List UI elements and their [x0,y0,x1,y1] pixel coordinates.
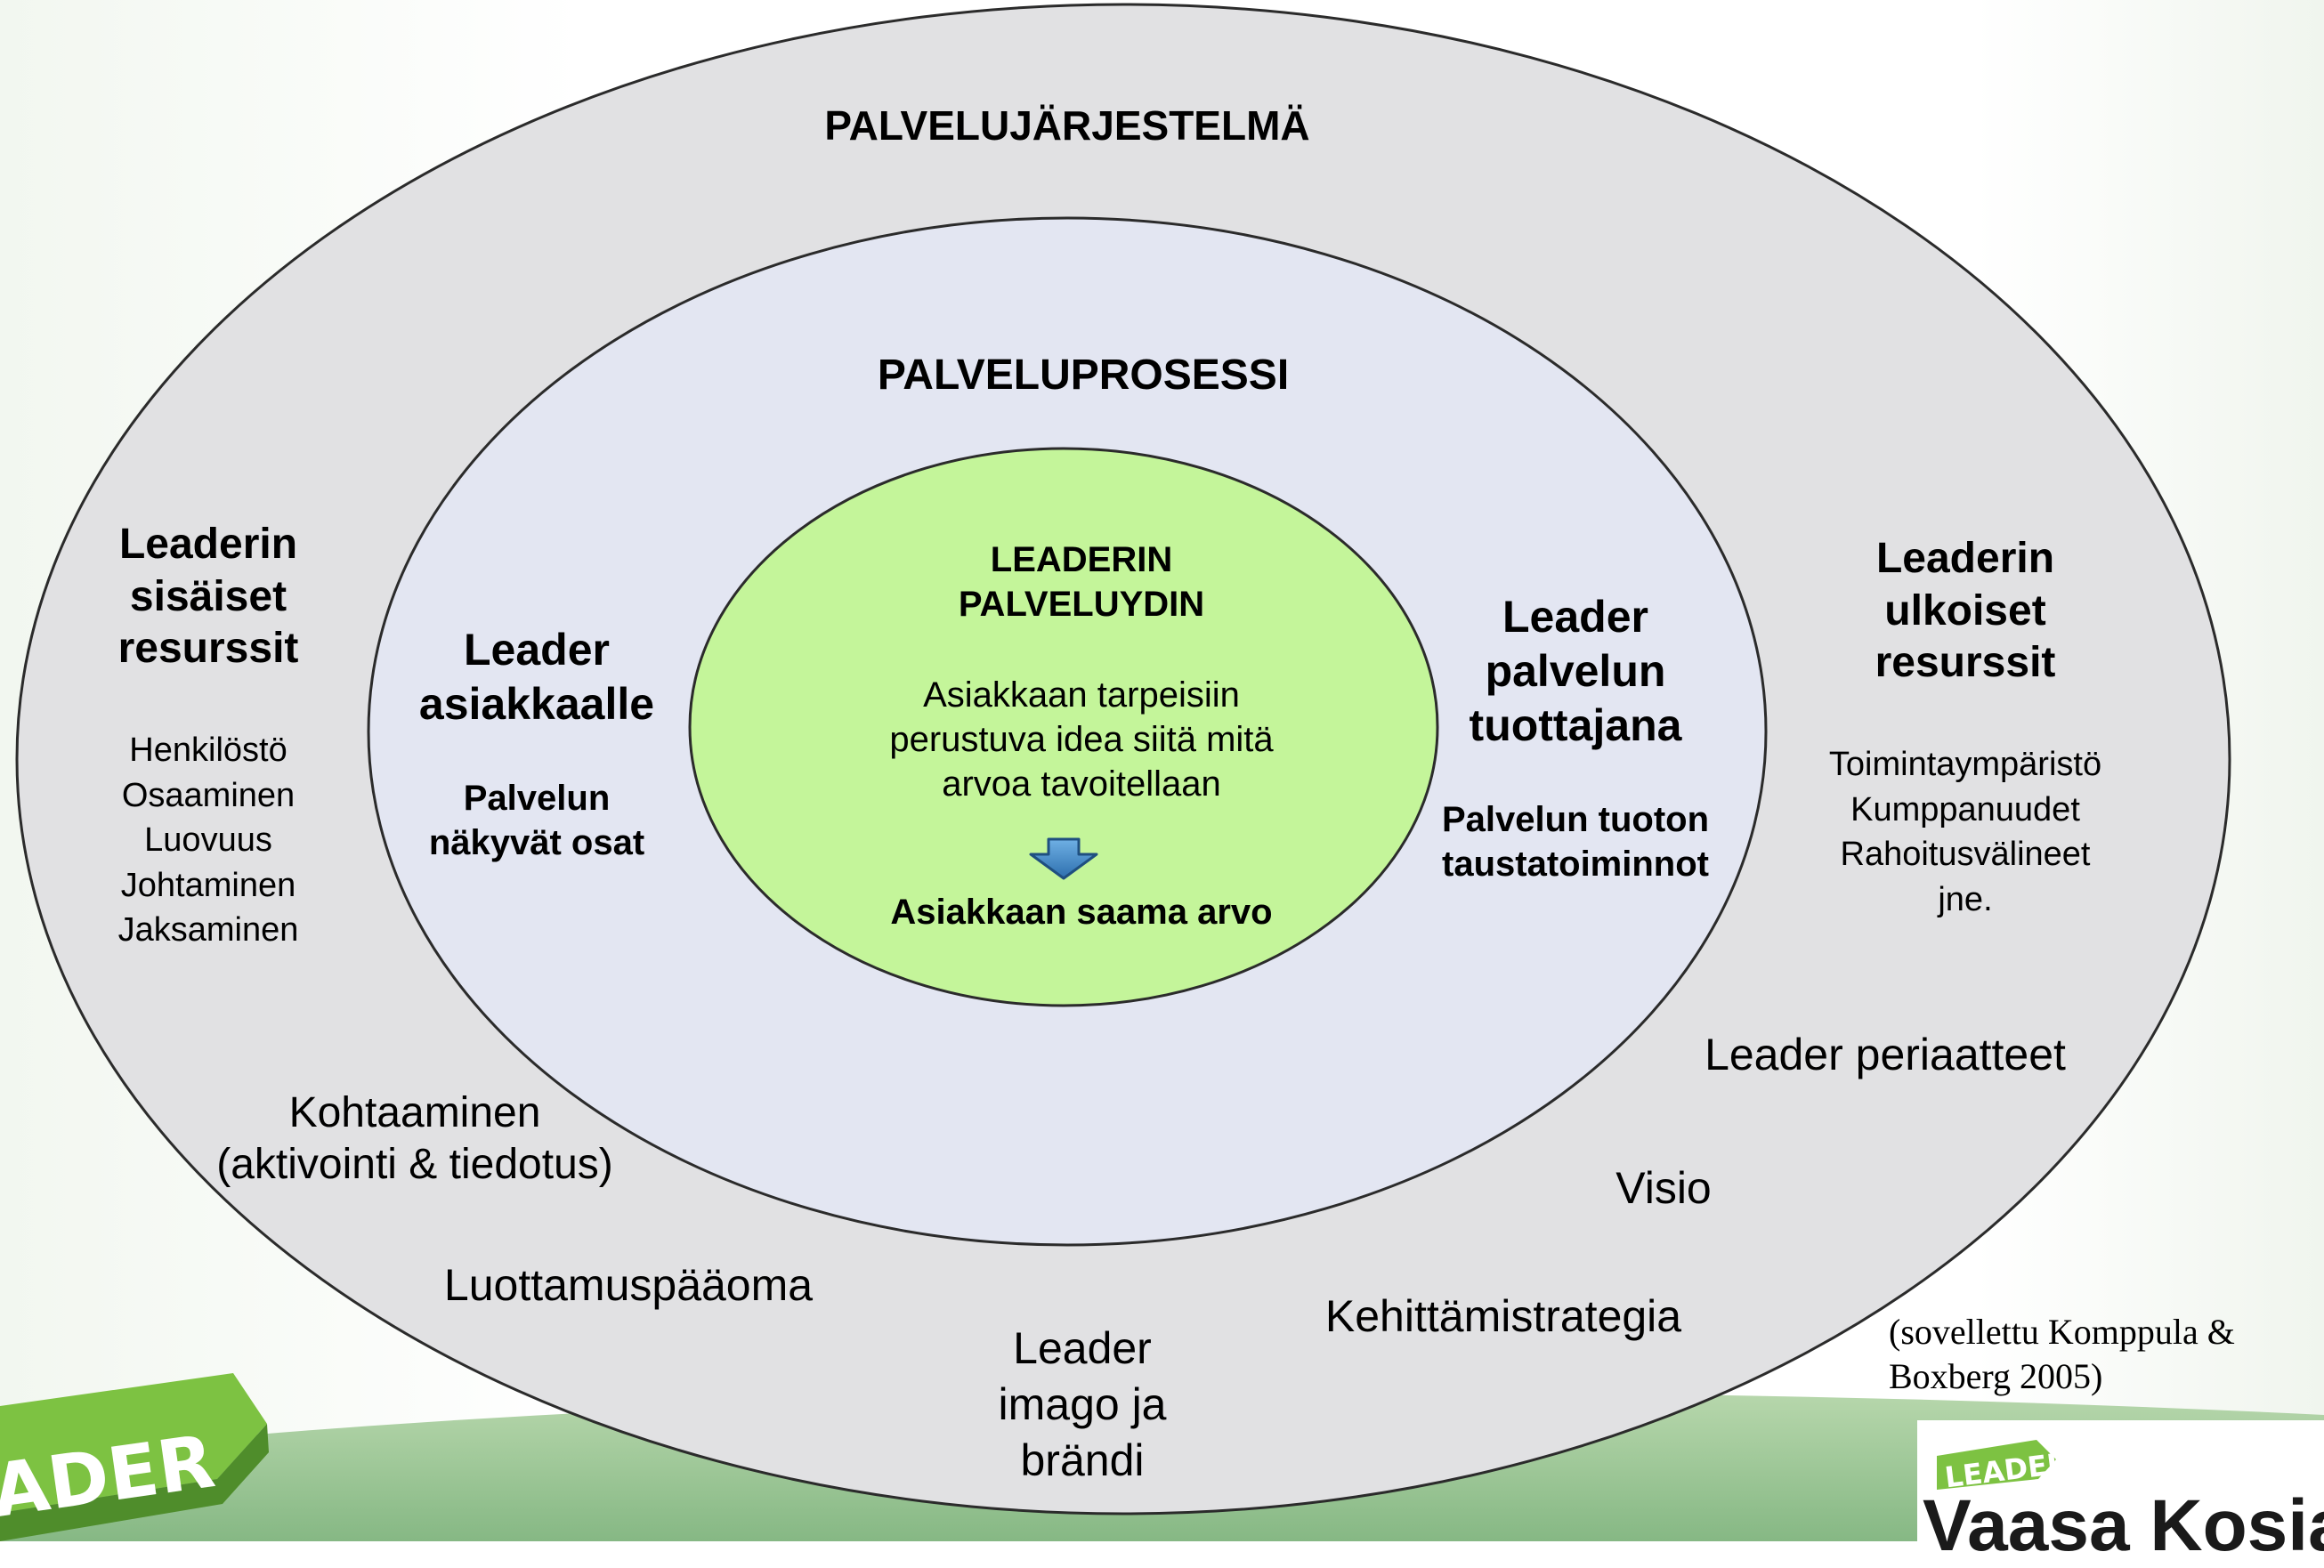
left-outer-items: Henkilöstö Osaaminen Luovuus Johtaminen … [117,731,299,950]
label-kehittamisstrategia: Kehittämistrategia [1324,1291,1682,1341]
core-description: Asiakkaan tarpeisiin perustuva idea siit… [889,675,1274,804]
label-kohtaaminen: Kohtaaminen (aktivointi & tiedotus) [216,1089,613,1188]
label-visio: Visio [1615,1163,1712,1213]
core-result: Asiakkaan saama arvo [890,893,1273,932]
right-middle-sub: Palvelun tuoton taustatoiminnot [1442,800,1709,884]
outer-title: PALVELUJÄRJESTELMÄ [824,102,1310,149]
left-middle-heading: Leader asiakkaalle [418,625,655,729]
brand-name: Vaasa Kosiala [1923,1485,2324,1566]
label-luottamuspaaoma: Luottamuspääoma [443,1260,814,1310]
left-middle-sub: Palvelun näkyvät osat [428,779,645,862]
right-middle-heading: Leader palvelun tuottajana [1469,592,1682,750]
leader-logo-left: ADER [0,1373,269,1541]
label-imago: Leader imago ja brändi [998,1323,1167,1485]
leader-logo-right: LEADER [1917,1420,2324,1541]
citation: (sovellettu Komppula & Boxberg 2005) [1889,1312,2235,1396]
down-arrow-icon [1029,837,1098,880]
label-leader-periaatteet: Leader periaatteet [1705,1030,2066,1079]
right-outer-items: Toimintaympäristö Kumppanuudet Rahoitusv… [1828,746,2102,918]
left-outer-heading: Leaderin sisäiset resurssit [117,521,299,673]
middle-title: PALVELUPROSESSI [877,352,1290,399]
right-outer-heading: Leaderin ulkoiset resurssit [1875,535,2056,687]
core-title: LEADERIN PALVELUYDIN [958,540,1205,624]
core-ellipse [688,447,1439,1007]
